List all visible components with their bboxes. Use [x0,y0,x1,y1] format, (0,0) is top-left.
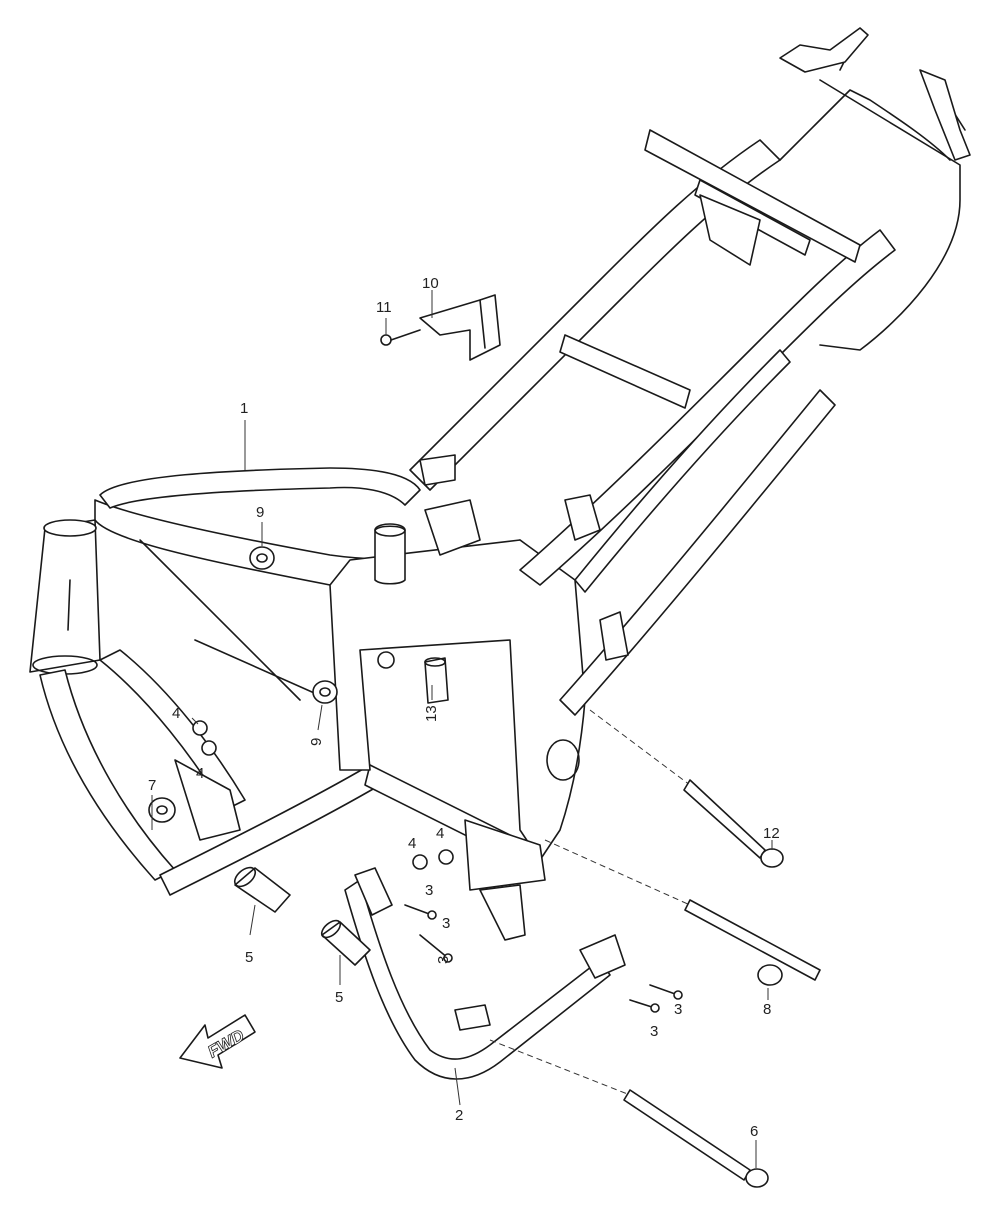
callout-9-lower: 9 [308,738,325,746]
callout-6: 6 [750,1123,758,1140]
callout-3-a: 3 [425,882,433,899]
callout-3-c: 3 [650,1023,658,1040]
callout-10: 10 [422,275,439,292]
fwd-arrow-icon: FWD [179,1014,256,1069]
callout-5-left: 5 [245,949,253,966]
callout-3-e: 3 [442,915,450,932]
long-bolt-part-8 [544,839,821,986]
callout-4-a: 4 [172,705,180,722]
long-bolt-part-12 [589,709,784,868]
callout-2: 2 [455,1107,463,1124]
collar-part-13 [424,657,449,704]
bolt-part-11 [380,329,421,346]
long-bolt-part-6 [489,1039,769,1188]
bushing-part-7 [148,797,176,823]
callout-11: 11 [376,299,392,316]
bushing-part-9-upper [249,546,275,570]
nut-part-4-left [192,720,217,756]
callout-5-right: 5 [335,989,343,1006]
callout-labels: 1 10 11 9 9 13 4 4 7 4 4 3 3 3 3 3 5 5 2… [148,275,780,1140]
callout-4-c: 4 [408,835,416,852]
main-frame [29,27,971,941]
callout-1: 1 [240,400,248,417]
spacer-part-5-left [233,866,291,913]
leader-lines [151,290,773,1168]
callout-9-upper: 9 [256,504,264,521]
callout-4-d: 4 [436,825,444,842]
bracket-part-10 [419,294,501,361]
nut-part-4-right [412,849,454,870]
callout-7: 7 [148,777,156,794]
bolt-part-3-group [404,904,683,1013]
bushing-part-9-lower [312,680,338,704]
lower-cradle [344,867,626,1080]
callout-3-b: 3 [435,956,452,964]
callout-3-d: 3 [674,1001,682,1018]
callout-4-b: 4 [196,765,204,782]
callout-13: 13 [423,705,440,722]
callout-12: 12 [763,825,780,842]
callout-8: 8 [763,1001,771,1018]
spacer-part-5-right [320,919,371,966]
